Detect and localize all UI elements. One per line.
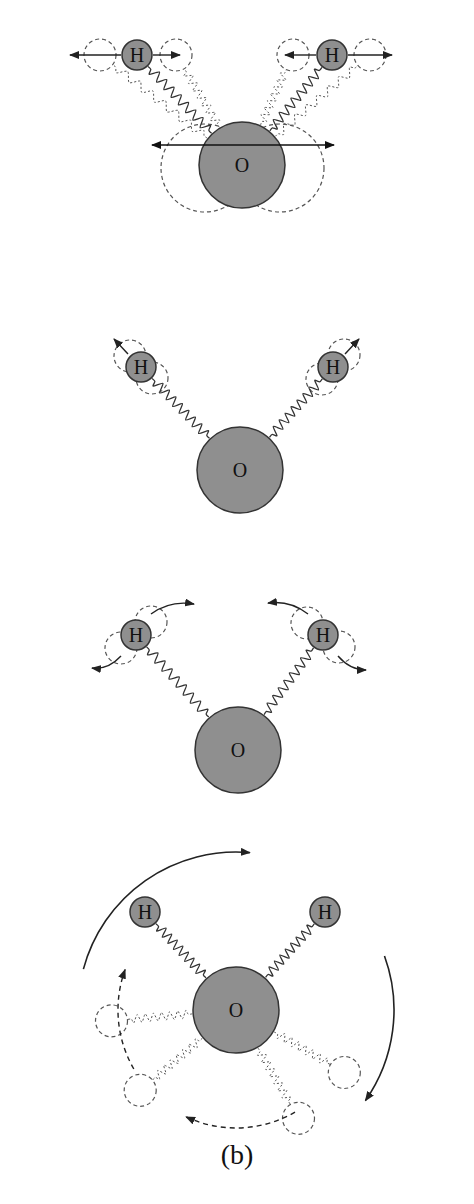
displaced-spring bbox=[261, 70, 287, 126]
motion-arrow bbox=[151, 603, 194, 614]
atom-symbol: O bbox=[233, 460, 247, 480]
displaced-spring bbox=[257, 1048, 291, 1104]
hydrogen-atom: H bbox=[120, 619, 152, 651]
atom-symbol: O bbox=[229, 1000, 243, 1020]
atom-symbol: H bbox=[325, 45, 339, 65]
bond-spring bbox=[269, 379, 322, 437]
motion-arrow bbox=[348, 54, 392, 55]
atom-symbol: H bbox=[134, 357, 148, 377]
displaced-atom bbox=[328, 1057, 360, 1089]
oxygen-atom: O bbox=[196, 426, 284, 514]
motion-arrow bbox=[285, 54, 316, 55]
displaced-spring bbox=[274, 1032, 330, 1065]
atom-symbol: H bbox=[318, 902, 332, 922]
hydrogen-atom: H bbox=[121, 39, 153, 71]
atom-symbol: O bbox=[231, 740, 245, 760]
rotation-arrow bbox=[118, 970, 134, 1069]
hydrogen-atom: H bbox=[125, 351, 157, 383]
atom-circle bbox=[122, 40, 152, 70]
atom-circle bbox=[318, 352, 348, 382]
displaced-spring bbox=[275, 65, 357, 136]
bond-spring bbox=[148, 67, 212, 134]
atom-symbol: H bbox=[130, 45, 144, 65]
atom-circle bbox=[310, 897, 340, 927]
motion-arrow bbox=[268, 602, 308, 614]
motion-arrow bbox=[153, 54, 180, 55]
atom-symbol: H bbox=[326, 357, 340, 377]
displaced-spring bbox=[113, 65, 208, 138]
hydrogen-atom: H bbox=[316, 39, 348, 71]
motion-arrows bbox=[70, 55, 394, 1128]
motion-arrow bbox=[345, 339, 359, 354]
displaced-springs bbox=[113, 65, 358, 1105]
oxygen-atom: O bbox=[198, 121, 286, 209]
hydrogen-atom: H bbox=[129, 896, 161, 928]
bond-spring bbox=[152, 379, 209, 439]
atom-circle bbox=[121, 620, 151, 650]
displaced-atom bbox=[124, 1074, 156, 1106]
atom-circle bbox=[130, 897, 160, 927]
hydrogen-atom: H bbox=[309, 896, 341, 928]
atom-circle bbox=[126, 352, 156, 382]
rotation-arrow bbox=[83, 852, 249, 969]
motion-arrow bbox=[338, 656, 366, 670]
displaced-spring bbox=[127, 1010, 192, 1023]
displaced-spring bbox=[184, 69, 220, 128]
atom-circle bbox=[193, 967, 279, 1053]
figure-caption: (b) bbox=[0, 1140, 474, 1171]
displaced-atom-outlines bbox=[84, 39, 386, 1134]
motion-arrow bbox=[114, 339, 128, 354]
bond-spring bbox=[264, 648, 313, 715]
displaced-spring bbox=[152, 1038, 202, 1080]
atom-circle bbox=[199, 122, 285, 208]
atom-circle bbox=[197, 427, 283, 513]
rotation-arrow bbox=[186, 1112, 295, 1128]
motion-arrow bbox=[92, 656, 121, 668]
rotation-arrow bbox=[365, 956, 394, 1101]
oxygen-atom: O bbox=[192, 966, 280, 1054]
atom-symbol: H bbox=[138, 902, 152, 922]
bond-spring bbox=[156, 924, 206, 978]
atom-symbol: O bbox=[235, 155, 249, 175]
displaced-atom bbox=[283, 1102, 315, 1134]
atom-circle bbox=[195, 707, 281, 793]
bond-spring bbox=[147, 647, 209, 717]
motion-arrow bbox=[70, 54, 121, 55]
atom-symbol: H bbox=[316, 625, 330, 645]
atom-circle bbox=[308, 620, 338, 650]
atom-symbol: H bbox=[129, 625, 143, 645]
hydrogen-atom: H bbox=[307, 619, 339, 651]
hydrogen-atom: H bbox=[317, 351, 349, 383]
bond-spring bbox=[266, 924, 315, 978]
oxygen-atom: O bbox=[194, 706, 282, 794]
bond-spring bbox=[270, 67, 322, 131]
atom-circle bbox=[317, 40, 347, 70]
displaced-atom bbox=[96, 1005, 128, 1037]
